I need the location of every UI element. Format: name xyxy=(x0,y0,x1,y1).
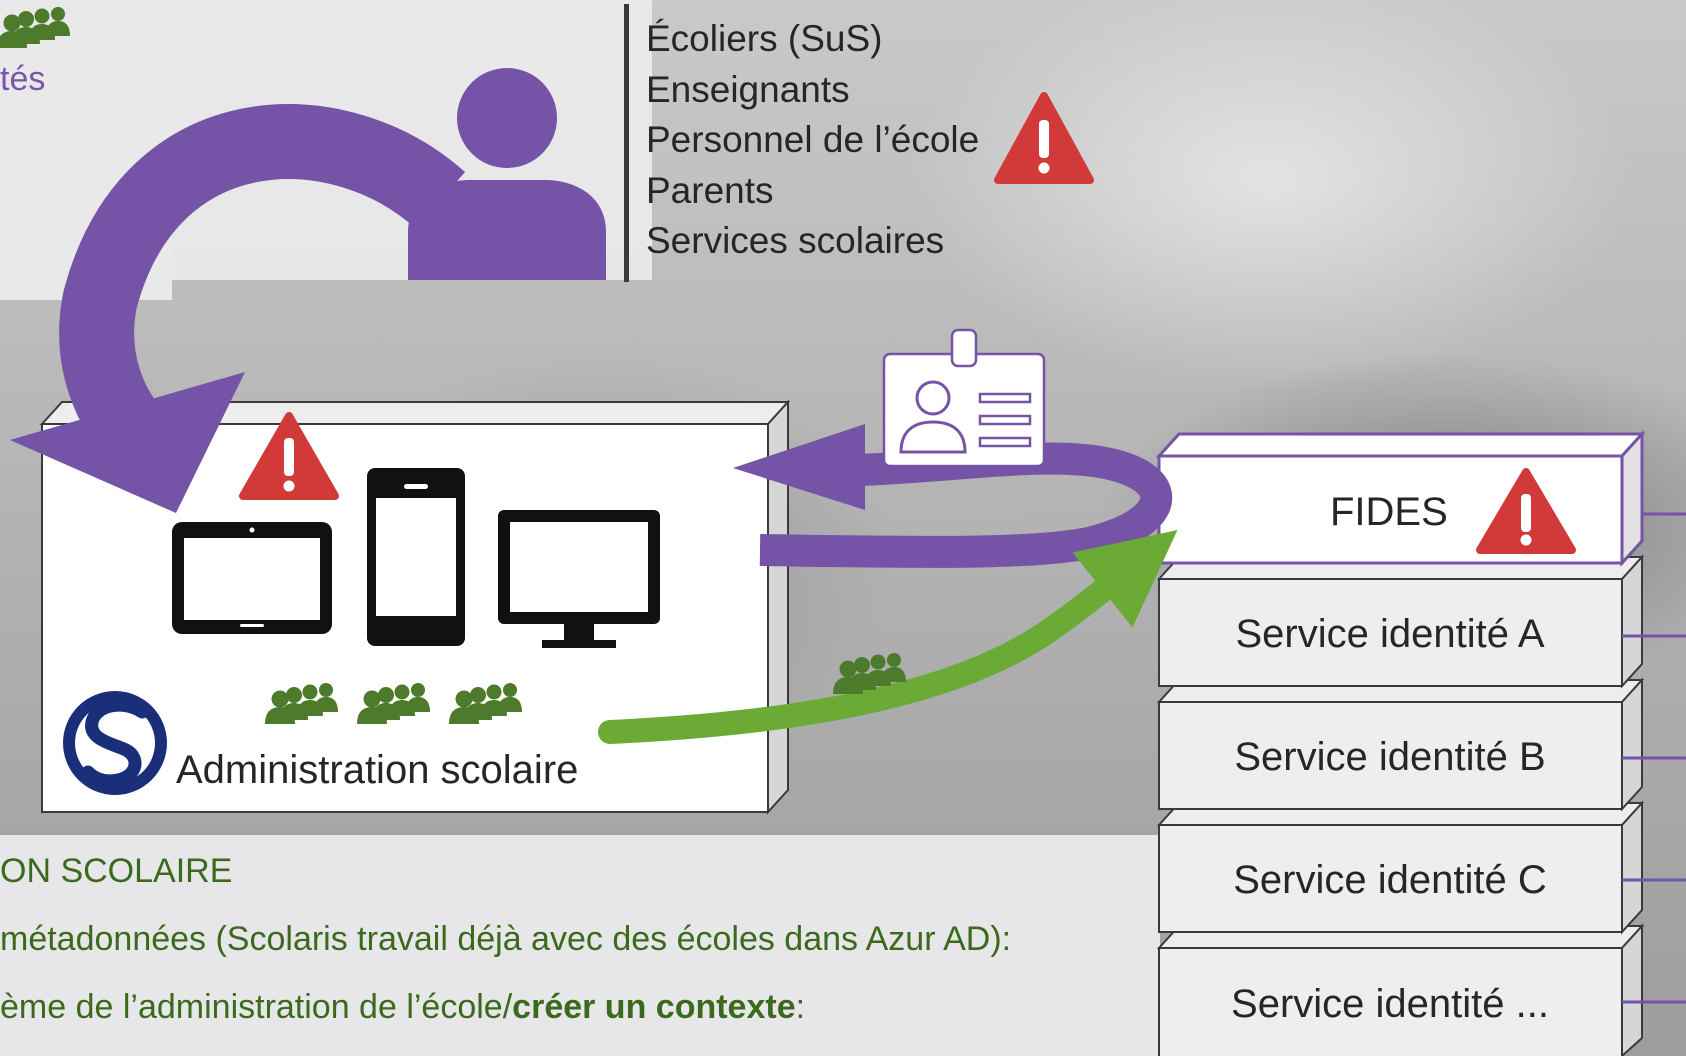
list-separator-line xyxy=(624,4,629,282)
bottom-text-line-3-bold: créer un contexte xyxy=(512,988,796,1026)
fides-label: FIDES xyxy=(1330,490,1448,534)
tablet-icon xyxy=(172,522,332,634)
top-left-partial-text: tés xyxy=(0,60,46,98)
role-item: Parents xyxy=(646,169,774,211)
monitor-icon xyxy=(498,510,660,648)
bottom-text-line-3-prefix: ème de l’administration de l’école/ xyxy=(0,988,513,1026)
id-card-icon xyxy=(882,328,1046,468)
service-a-label: Service identité A xyxy=(1235,612,1545,656)
role-item: Personnel de l’école xyxy=(646,119,980,160)
bottom-text-panel xyxy=(0,835,1160,1056)
user-roles-list: Écoliers (SuS) Enseignants Personnel de … xyxy=(646,14,979,267)
warning-icon-admin xyxy=(239,412,339,500)
warning-icon-list xyxy=(994,92,1094,184)
bottom-text-line-3-suffix: : xyxy=(795,988,806,1026)
service-b-label: Service identité B xyxy=(1234,735,1546,779)
identity-stack xyxy=(1155,430,1646,1056)
bottom-text-line-1: ON SCOLAIRE xyxy=(0,852,233,890)
group-icon xyxy=(0,7,70,48)
fides-connectors xyxy=(1622,512,1686,1004)
phone-icon xyxy=(367,468,465,646)
service-c-label: Service identité C xyxy=(1233,858,1547,902)
school-logo xyxy=(63,691,167,795)
admin-box-label: Administration scolaire xyxy=(176,748,579,792)
purple-curved-arrow xyxy=(10,104,466,513)
role-item: Services scolaires xyxy=(646,220,945,261)
bottom-text-line-2: métadonnées (Scolaris travail déjà avec … xyxy=(0,920,1012,958)
service-more-label: Service identité ... xyxy=(1231,982,1549,1026)
green-arrow xyxy=(598,530,1178,744)
role-item: Enseignants xyxy=(646,68,850,110)
warning-icon-fides xyxy=(1476,468,1576,554)
user-icon xyxy=(408,68,606,280)
role-item: Écoliers (SuS) xyxy=(646,18,883,59)
bottom-text-line-3: ème de l’administration de l’école/créer… xyxy=(0,988,805,1027)
